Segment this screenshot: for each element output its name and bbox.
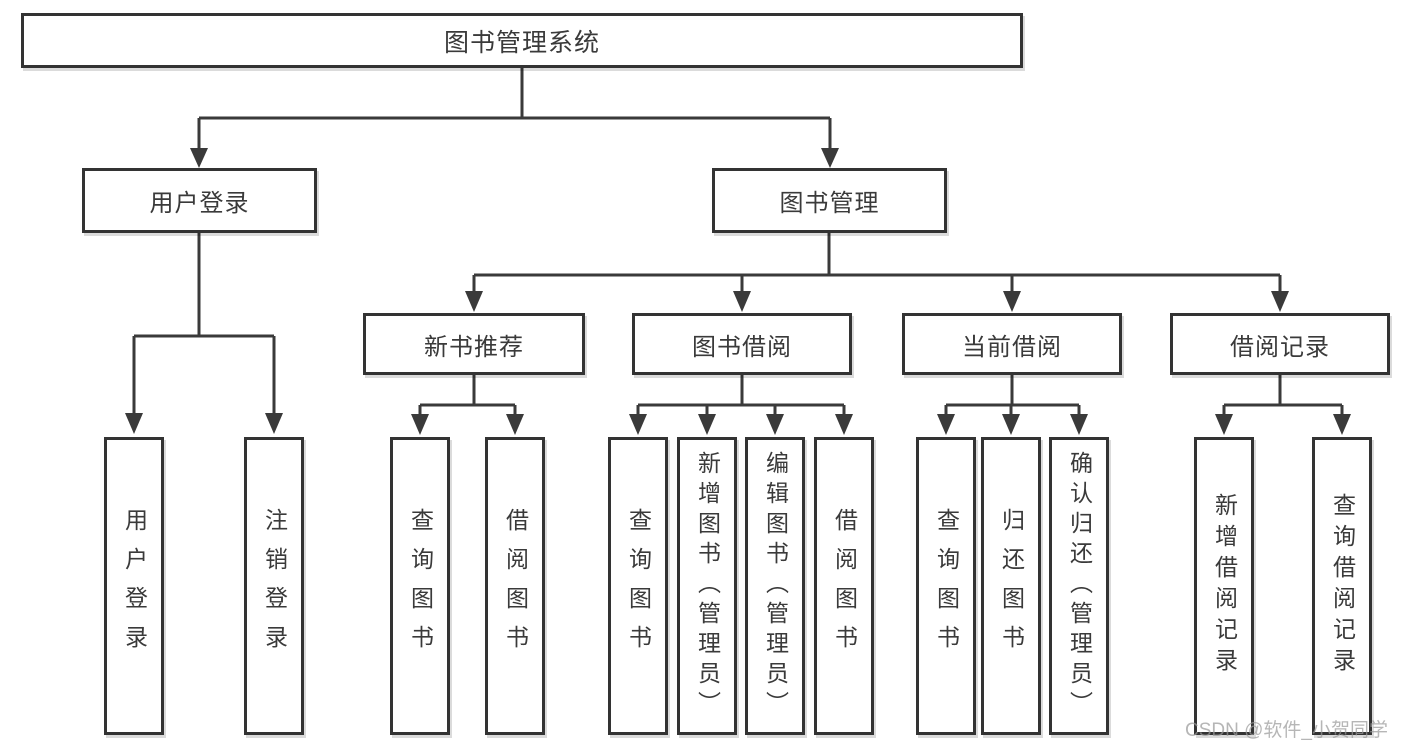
leaf-query-books-borrow: 查询图书 [608,437,668,735]
node-book-management-label: 图书管理 [779,190,880,217]
leaf-borrow-books: 借阅图书 [814,437,874,735]
leaf-logout-label: 注销登录 [261,508,288,664]
connector-recommend-branch [418,375,517,416]
node-new-book-recommend: 新书推荐 [363,313,585,375]
leaf-query-books-current-label: 查询图书 [933,508,960,664]
leaf-return-book-label: 归还图书 [998,508,1025,664]
arrowheads [125,148,1351,435]
leaf-confirm-return-admin-label: 确认归还（管理员） [1066,451,1093,721]
node-new-book-recommend-label: 新书推荐 [424,333,524,361]
leaf-confirm-return-admin: 确认归还（管理员） [1049,437,1109,735]
leaf-query-books-recommend-label: 查询图书 [407,508,434,664]
node-book-management: 图书管理 [712,168,947,233]
leaf-add-book-admin: 新增图书（管理员） [677,437,737,735]
connector-root-to-level2 [197,68,832,150]
leaf-user-login-label: 用户登录 [121,508,148,664]
leaf-query-books-borrow-label: 查询图书 [625,508,652,664]
node-user-login-label: 用户登录 [149,190,250,217]
node-root: 图书管理系统 [21,13,1023,68]
connector-mgmt-to-level3 [472,233,1282,293]
node-user-login: 用户登录 [82,168,317,233]
leaf-query-borrow-record-label: 查询借阅记录 [1329,493,1356,679]
node-borrow-records-label: 借阅记录 [1230,333,1330,361]
leaf-add-book-admin-label: 新增图书（管理员） [694,451,721,721]
node-book-borrow-label: 图书借阅 [692,333,792,361]
leaf-borrow-books-recommend-label: 借阅图书 [502,508,529,664]
leaf-add-borrow-record-label: 新增借阅记录 [1211,493,1238,679]
leaf-query-books-recommend: 查询图书 [390,437,450,735]
leaf-user-login: 用户登录 [104,437,164,735]
leaf-edit-book-admin-label: 编辑图书（管理员） [762,451,789,721]
connector-current-branch [944,375,1081,416]
leaf-borrow-books-recommend: 借阅图书 [485,437,545,735]
leaf-edit-book-admin: 编辑图书（管理员） [745,437,805,735]
node-current-borrow-label: 当前借阅 [962,333,1062,361]
csdn-watermark: CSDN @软件_小贺同学 [1185,720,1388,741]
leaf-return-book: 归还图书 [981,437,1041,735]
node-current-borrow: 当前借阅 [902,313,1122,375]
node-root-label: 图书管理系统 [443,28,600,57]
connector-records-branch [1222,375,1344,416]
node-borrow-records: 借阅记录 [1170,313,1390,375]
leaf-query-borrow-record: 查询借阅记录 [1312,437,1372,735]
leaf-query-books-current: 查询图书 [916,437,976,735]
connector-user-branch [132,233,276,415]
node-book-borrow: 图书借阅 [632,313,852,375]
leaf-borrow-books-label: 借阅图书 [831,508,858,664]
connector-borrow-branch [636,375,846,416]
leaf-add-borrow-record: 新增借阅记录 [1194,437,1254,735]
leaf-logout: 注销登录 [244,437,304,735]
